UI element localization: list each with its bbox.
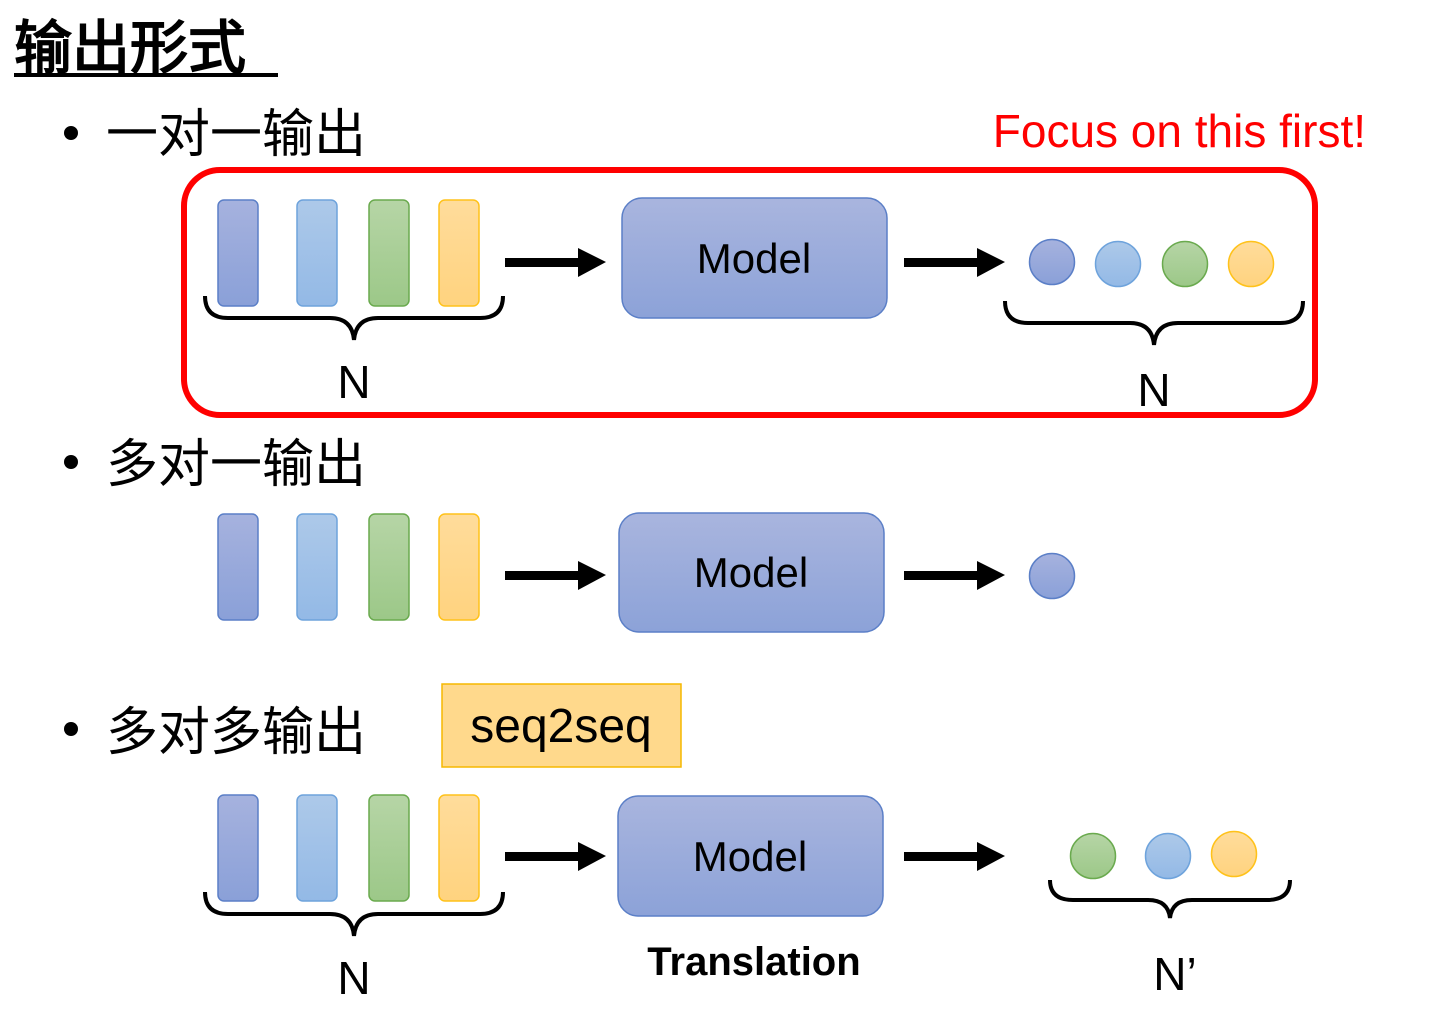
output-sequence <box>1069 830 1258 880</box>
input-count-label: N <box>337 952 370 1004</box>
bullet-icon <box>64 126 78 140</box>
section-many-to-many: 多对多输出 seq2seq N Model Translation N’ <box>64 683 1292 1004</box>
model-box <box>621 197 888 319</box>
section-label: 一对一输出 <box>106 105 366 165</box>
title-underline <box>14 73 278 77</box>
output-sequence <box>1028 238 1275 288</box>
model-box <box>618 512 885 633</box>
bullet-icon <box>64 722 78 736</box>
output-sequence <box>1028 552 1076 600</box>
input-brace <box>203 295 505 341</box>
output-token-lightblue <box>1144 832 1192 880</box>
bullet-icon <box>64 455 78 469</box>
model-caption: Translation <box>647 940 860 984</box>
input-sequence <box>217 794 480 902</box>
input-token-blue <box>217 794 259 902</box>
input-token-green <box>368 513 410 621</box>
input-token-yellow <box>438 513 480 621</box>
arrow-icon <box>904 561 1005 590</box>
output-brace <box>1048 879 1292 919</box>
model-label: Model <box>693 833 807 880</box>
input-token-lightblue <box>296 199 338 307</box>
section-one-to-one: 一对一输出 Focus on this first! N Model N <box>64 105 1366 418</box>
arrow-icon <box>904 842 1005 871</box>
model-label: Model <box>694 549 808 596</box>
output-token-lightblue <box>1094 240 1142 288</box>
model-box <box>617 795 884 917</box>
section-label: 多对一输出 <box>106 435 366 495</box>
seq2seq-label: seq2seq <box>470 700 651 753</box>
input-sequence <box>217 199 480 307</box>
input-token-green <box>368 794 410 902</box>
input-token-yellow <box>438 199 480 307</box>
input-token-green <box>368 199 410 307</box>
output-token-yellow <box>1227 240 1275 288</box>
output-token-green <box>1161 240 1209 288</box>
output-token-blue <box>1028 238 1076 286</box>
arrow-icon <box>505 842 606 871</box>
arrow-icon <box>505 248 606 277</box>
input-token-lightblue <box>296 513 338 621</box>
seq2seq-tag <box>441 683 682 768</box>
input-sequence <box>217 513 480 621</box>
highlight-box <box>181 167 1318 418</box>
model-label: Model <box>697 235 811 282</box>
input-brace <box>203 891 505 937</box>
section-many-to-one: 多对一输出 Model <box>64 435 1076 633</box>
input-token-yellow <box>438 794 480 902</box>
output-count-label: N <box>1137 364 1170 416</box>
output-brace <box>1003 300 1305 346</box>
input-count-label: N <box>337 356 370 408</box>
focus-note: Focus on this first! <box>993 105 1366 157</box>
input-token-lightblue <box>296 794 338 902</box>
arrow-icon <box>505 561 606 590</box>
output-token-yellow <box>1210 830 1258 878</box>
output-token-green <box>1069 832 1117 880</box>
section-label: 多对多输出 <box>106 703 366 763</box>
input-token-blue <box>217 513 259 621</box>
arrow-icon <box>904 248 1005 277</box>
output-count-label: N’ <box>1153 948 1196 1000</box>
input-token-blue <box>217 199 259 307</box>
page-title: 输出形式 <box>14 14 246 82</box>
output-token-blue <box>1028 552 1076 600</box>
